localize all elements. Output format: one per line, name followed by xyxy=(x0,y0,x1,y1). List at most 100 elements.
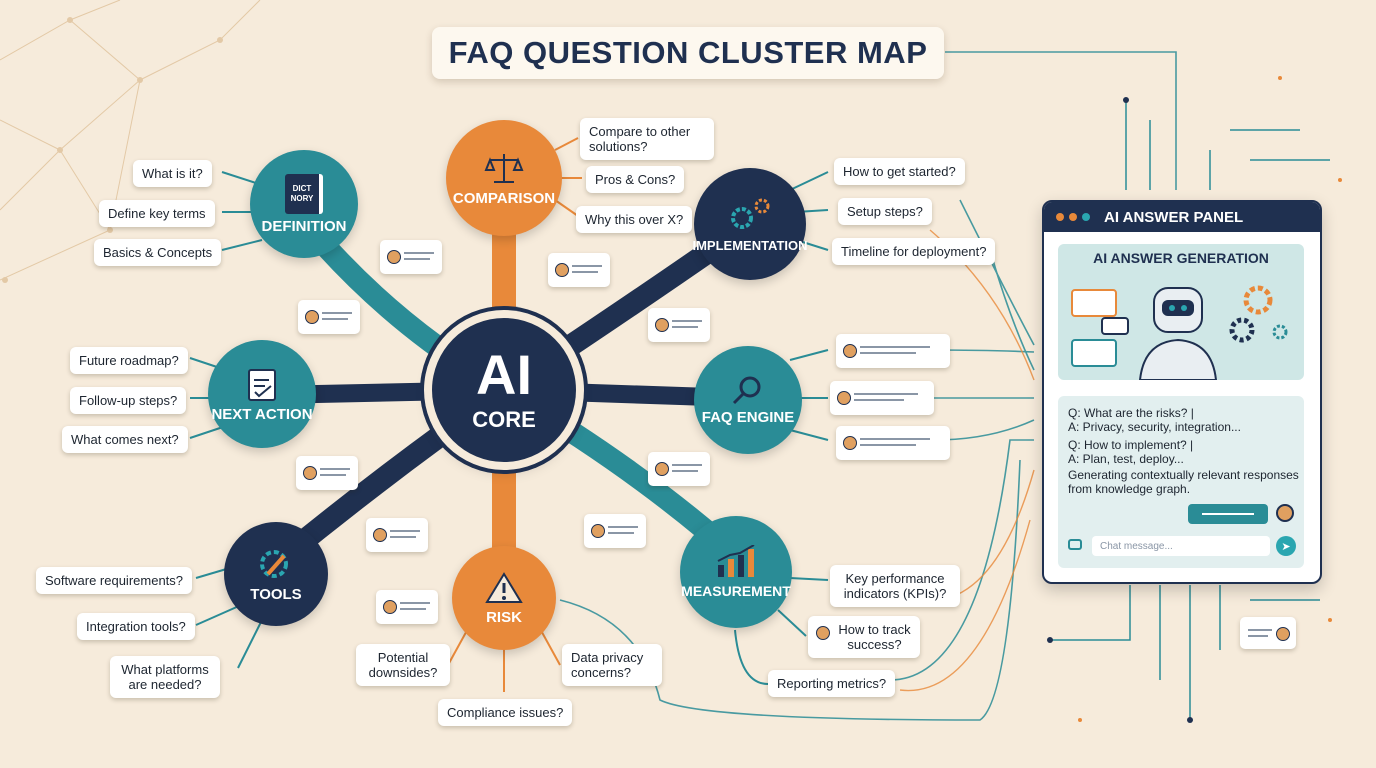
answer-transcript: Q: What are the risks? | A: Privacy, sec… xyxy=(1058,396,1304,568)
core-line1: AI xyxy=(476,343,532,406)
page-title: FAQ QUESTION CLUSTER MAP xyxy=(432,27,944,79)
qa-line: Q: How to implement? | xyxy=(1068,438,1194,452)
message-card xyxy=(380,240,442,274)
hub-risk: RISK xyxy=(452,546,556,650)
panel-header: AI ANSWER PANEL xyxy=(1044,202,1320,232)
warning-icon xyxy=(485,571,523,603)
avatar xyxy=(555,263,569,277)
faq-answer-card xyxy=(836,426,950,460)
question-what-is-it[interactable]: What is it? xyxy=(133,160,212,187)
window-dot xyxy=(1056,213,1064,221)
avatar xyxy=(843,344,857,358)
hub-measurement-label: MEASUREMENT xyxy=(681,583,791,599)
faq-answer-card xyxy=(830,381,934,415)
question-timeline[interactable]: Timeline for deployment? xyxy=(832,238,996,265)
question-why-this[interactable]: Why this over X? xyxy=(576,206,693,233)
avatar xyxy=(816,626,830,640)
message-card xyxy=(648,452,710,486)
avatar xyxy=(373,528,387,542)
window-dot xyxy=(1069,213,1077,221)
question-software-req[interactable]: Software requirements? xyxy=(36,567,193,594)
question-follow-up[interactable]: Follow-up steps? xyxy=(70,387,187,414)
dictionary-icon-text: DICT NORY xyxy=(290,183,314,203)
answer-generation-area: AI ANSWER GENERATION xyxy=(1058,244,1304,380)
outgoing-message xyxy=(1188,504,1268,524)
avatar xyxy=(1276,627,1290,641)
chat-input[interactable]: Chat message... xyxy=(1092,536,1270,556)
avatar xyxy=(655,318,669,332)
message-card xyxy=(298,300,360,334)
hub-faq-engine: FAQ ENGINE xyxy=(694,346,802,454)
panel-subheader: AI ANSWER GENERATION xyxy=(1093,250,1269,266)
panel-header-label: AI ANSWER PANEL xyxy=(1104,208,1244,226)
hub-tools: TOOLS xyxy=(224,522,328,626)
hub-definition-label: DEFINITION xyxy=(261,217,347,235)
question-pros-cons[interactable]: Pros & Cons? xyxy=(586,166,685,193)
hub-tools-label: TOOLS xyxy=(250,585,302,603)
question-downsides[interactable]: Potential downsides? xyxy=(356,644,450,686)
hub-risk-label: RISK xyxy=(486,608,522,626)
hub-faq-engine-label: FAQ ENGINE xyxy=(701,408,795,426)
message-card xyxy=(584,514,646,548)
magnifier-icon xyxy=(732,376,761,404)
qa-line: Q: What are the risks? | xyxy=(1068,406,1194,420)
avatar xyxy=(387,250,401,264)
ai-core: AI CORE xyxy=(432,318,576,462)
scales-icon xyxy=(484,153,524,183)
avatar xyxy=(843,436,857,450)
question-compare[interactable]: Compare to other solutions? xyxy=(580,118,714,160)
wrench-gear-icon xyxy=(260,549,288,578)
hub-next-action-label: NEXT ACTION xyxy=(211,405,313,423)
send-icon: ➤ xyxy=(1281,540,1291,553)
question-track-success-label: How to track success? xyxy=(838,622,911,652)
robot-icon xyxy=(1071,285,1288,380)
message-card xyxy=(366,518,428,552)
qa-line: from knowledge graph. xyxy=(1068,482,1191,496)
question-future-roadmap[interactable]: Future roadmap? xyxy=(70,347,188,374)
ai-answer-panel: AI ANSWER PANEL AI ANSWER GENERATION Q: … xyxy=(1042,200,1322,584)
question-reporting[interactable]: Reporting metrics? xyxy=(768,670,896,697)
question-setup-steps[interactable]: Setup steps? xyxy=(838,198,932,225)
question-basics-concepts[interactable]: Basics & Concepts xyxy=(94,239,222,266)
window-dot xyxy=(1082,213,1090,221)
core-line2: CORE xyxy=(472,407,536,432)
dictionary-icon: DICT NORY xyxy=(285,173,323,214)
hub-measurement: MEASUREMENT xyxy=(680,516,792,628)
question-define-key-terms[interactable]: Define key terms xyxy=(99,200,215,227)
faq-answer-card xyxy=(836,334,950,368)
message-card xyxy=(376,590,438,624)
question-data-privacy[interactable]: Data privacy concerns? xyxy=(562,644,662,686)
qa-line: A: Plan, test, deploy... xyxy=(1068,452,1184,466)
question-compliance[interactable]: Compliance issues? xyxy=(438,699,573,726)
qa-line: Generating contextually relevant respons… xyxy=(1068,468,1299,482)
chat-icon xyxy=(1068,539,1082,550)
question-get-started[interactable]: How to get started? xyxy=(834,158,965,185)
bar-chart-icon xyxy=(717,545,755,577)
avatar xyxy=(1276,504,1294,522)
hub-implementation: IMPLEMENTATION xyxy=(692,168,808,280)
send-button[interactable]: ➤ xyxy=(1276,536,1296,556)
message-card xyxy=(648,308,710,342)
hub-next-action: NEXT ACTION xyxy=(208,340,316,448)
avatar xyxy=(383,600,397,614)
gears-icon xyxy=(731,198,770,229)
hub-comparison: COMPARISON xyxy=(446,120,562,236)
avatar xyxy=(837,391,851,405)
question-platforms[interactable]: What platforms are needed? xyxy=(110,656,220,698)
question-kpis[interactable]: Key performance indicators (KPIs)? xyxy=(830,565,960,607)
clipboard-icon xyxy=(248,368,276,401)
hub-comparison-label: COMPARISON xyxy=(452,189,556,207)
hub-definition: DICT NORY DEFINITION xyxy=(250,150,358,258)
question-integration-tools[interactable]: Integration tools? xyxy=(77,613,195,640)
hub-implementation-label: IMPLEMENTATION xyxy=(692,237,808,253)
message-card xyxy=(296,456,358,490)
question-track-success[interactable]: How to track success? xyxy=(808,616,920,658)
avatar xyxy=(655,462,669,476)
avatar xyxy=(305,310,319,324)
qa-line: A: Privacy, security, integration... xyxy=(1068,420,1241,434)
question-what-next[interactable]: What comes next? xyxy=(62,426,188,453)
avatar xyxy=(303,466,317,480)
message-card xyxy=(548,253,610,287)
message-card xyxy=(1240,617,1296,649)
avatar xyxy=(591,524,605,538)
